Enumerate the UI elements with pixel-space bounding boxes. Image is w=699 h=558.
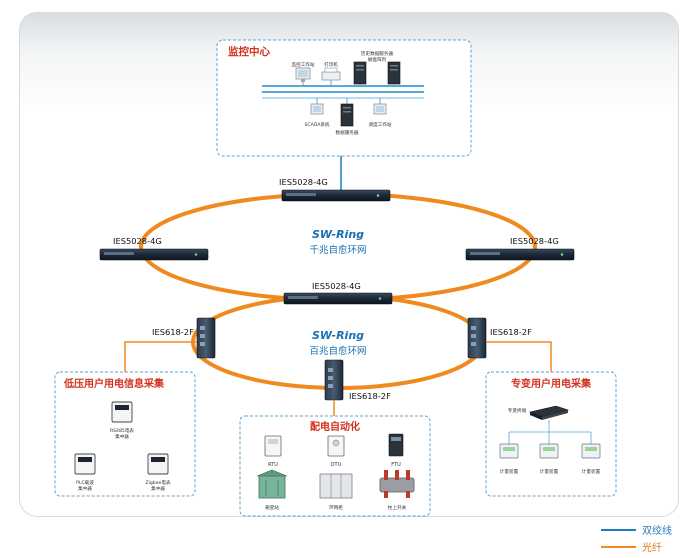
history-server-label-line2: 磁盘阵列 xyxy=(368,56,387,63)
low-voltage-title: 低压用户用电信息采集 xyxy=(63,377,165,390)
meter-device-icon xyxy=(581,443,601,459)
history-server-icon xyxy=(353,61,401,86)
gigabit-ring-caption: 千兆自愈环网 xyxy=(309,244,366,256)
monitoring-center-title: 监控中心 xyxy=(228,45,270,58)
switch-618-bottom-label: IES618-2F xyxy=(349,391,391,401)
rs485-label: RS485电表 xyxy=(110,427,134,434)
meter-label: 计量装置 xyxy=(540,468,559,475)
zigbee-label: Zigbee电表 xyxy=(145,479,171,486)
hundred-ring-brand: SW-Ring xyxy=(312,329,364,342)
switch-618-left xyxy=(196,317,216,359)
switch-left xyxy=(99,248,209,261)
meter-label: 计量装置 xyxy=(500,468,519,475)
rs485-meter-icon xyxy=(111,401,133,423)
switch-618-bottom xyxy=(324,359,344,401)
switch-618-right-label: IES618-2F xyxy=(490,327,532,337)
switch-618-right xyxy=(467,317,487,359)
zigbee-label-line2: 集中器 xyxy=(151,485,165,492)
plc-meter-icon xyxy=(74,453,96,475)
dtu-icon xyxy=(327,435,345,457)
scada-label: SCADA系统 xyxy=(304,121,329,128)
ftu-icon xyxy=(388,433,404,457)
switch-middle-label: IES5028-4G xyxy=(312,281,361,291)
special-user-title: 专变用户用电采集 xyxy=(511,377,592,390)
switch-middle xyxy=(283,292,393,305)
special-terminal-label: 专变终端 xyxy=(508,407,527,414)
special-user-box xyxy=(485,371,617,497)
zigbee-meter-icon xyxy=(147,453,169,475)
meter-label: 计量装置 xyxy=(582,468,601,475)
rtu-icon xyxy=(264,435,282,457)
switch-right xyxy=(465,248,575,261)
workstation-icon xyxy=(295,67,311,86)
pole-switch-label: 柱上开关 xyxy=(388,504,407,511)
branch-link-left xyxy=(124,341,197,372)
data-server-label: 数据服务器 xyxy=(336,129,359,136)
low-voltage-box xyxy=(54,371,196,497)
data-server-icon xyxy=(340,98,354,127)
rtu-label: RTU xyxy=(268,462,278,468)
hundred-ring-caption: 百兆自愈环网 xyxy=(309,345,366,357)
maintenance-label: 调度工作站 xyxy=(369,121,392,128)
box-substation-label: 箱变站 xyxy=(265,504,279,511)
workstation-label: 监控工作站 xyxy=(292,61,315,68)
plc-label-line2: 集中器 xyxy=(78,485,92,492)
scada-icon xyxy=(310,98,324,115)
meter-device-icon xyxy=(499,443,519,459)
ring-cabinet-label: 环网柜 xyxy=(329,504,343,511)
ring-cabinet-icon xyxy=(319,473,353,499)
plc-label: PLC载波 xyxy=(76,479,94,486)
rs485-label-line2: 集中器 xyxy=(115,433,129,440)
switch-right-label: IES5028-4G xyxy=(510,236,559,246)
switch-618-left-label: IES618-2F xyxy=(152,327,194,337)
ftu-label: FTU xyxy=(391,462,401,468)
switch-left-label: IES5028-4G xyxy=(113,236,162,246)
meter-device-icon xyxy=(539,443,559,459)
box-substation-icon xyxy=(256,469,288,499)
history-server-label: 历史数据服务器 xyxy=(361,50,394,57)
distribution-title: 配电自动化 xyxy=(310,420,360,433)
maintenance-icon xyxy=(373,98,387,115)
legend-twisted-pair-label: 双绞线 xyxy=(642,524,672,537)
switch-top xyxy=(281,189,391,202)
pole-switch-icon xyxy=(379,470,415,498)
dtu-label: DTU xyxy=(331,462,342,468)
gigabit-ring-brand: SW-Ring xyxy=(312,228,364,241)
printer-icon xyxy=(321,67,341,86)
branch-link-right xyxy=(486,341,552,372)
printer-label: 打印机 xyxy=(324,61,338,68)
switch-top-label: IES5028-4G xyxy=(279,177,328,187)
legend-fiber-label: 光纤 xyxy=(642,541,662,554)
special-terminal-icon xyxy=(529,405,570,420)
